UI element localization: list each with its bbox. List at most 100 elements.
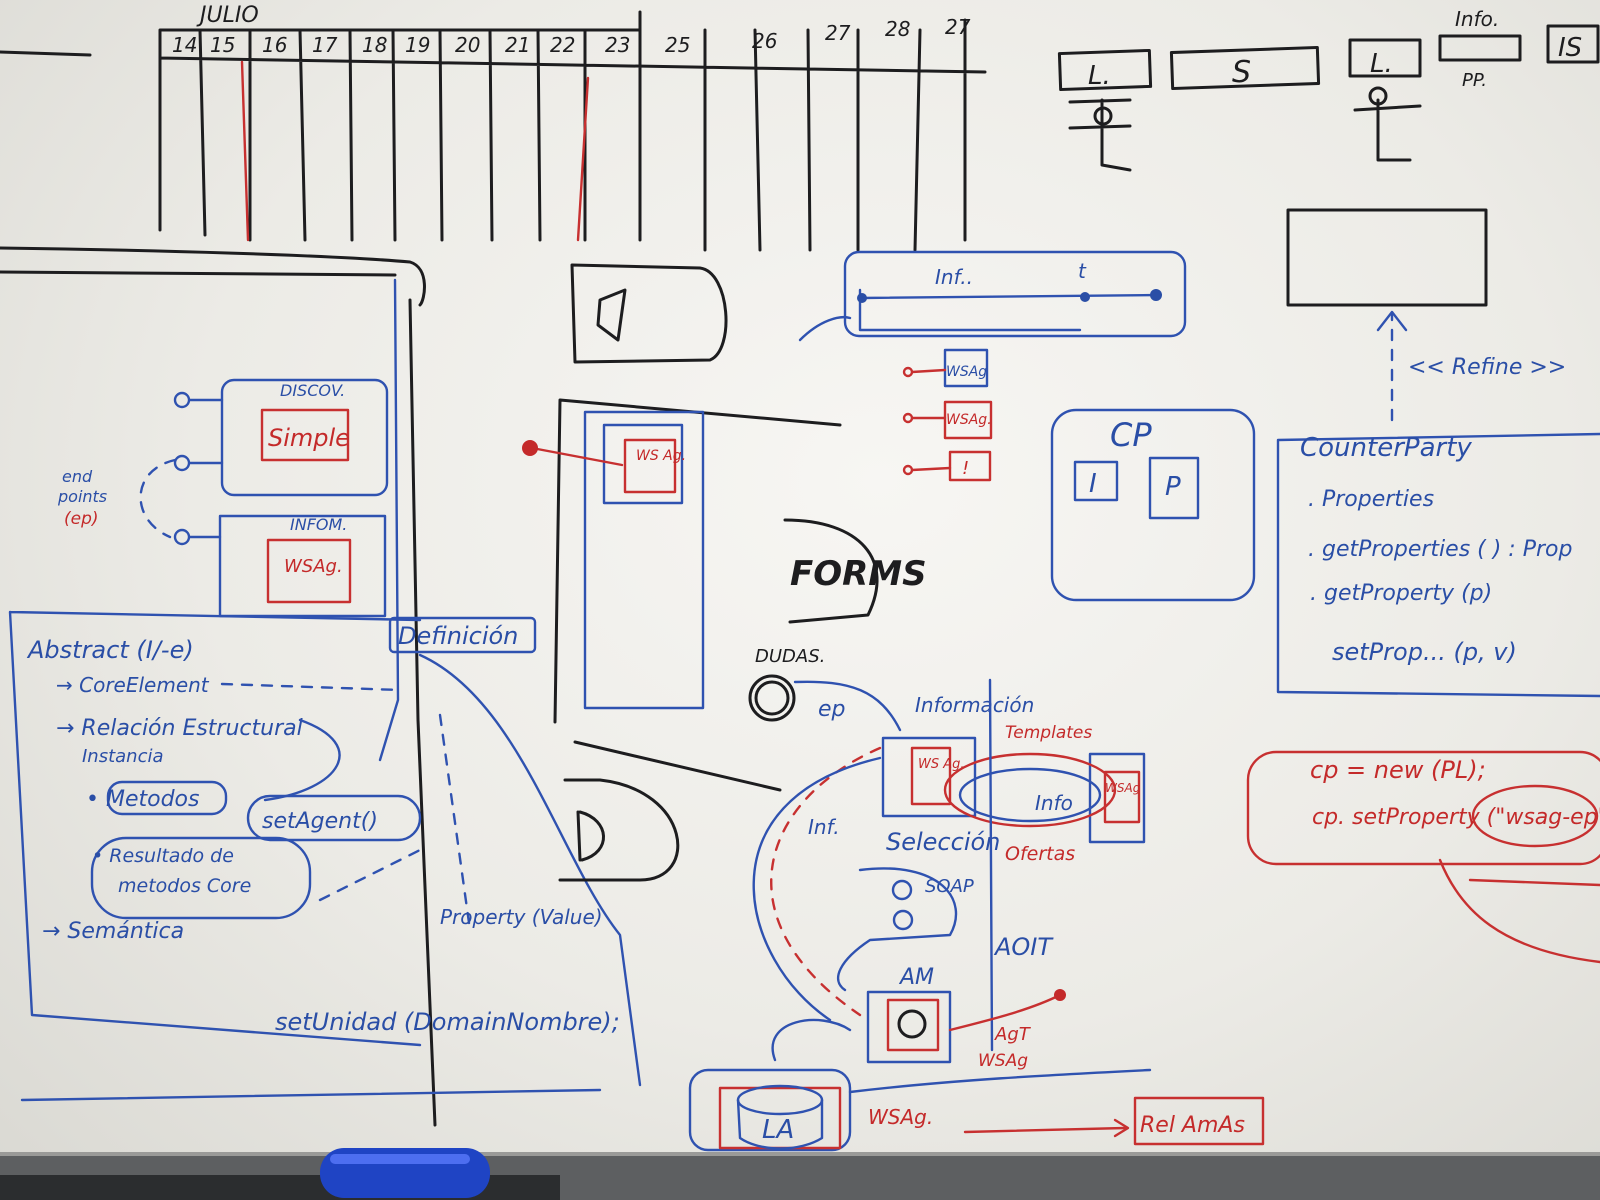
note-semantica: → Semántica [42,919,184,944]
dudas-circle-inner [754,680,790,716]
box-info [1438,34,1522,62]
flow-inf: Inf. [808,815,840,839]
flow-left-box [881,736,977,818]
box-l-1 [1057,48,1153,92]
note-resultado-2: metodos Core [118,875,251,897]
wsags-label: WSAg. [284,556,343,577]
inf-timeline: Inf.. t WSAg WSAg. ! [798,250,1187,482]
flow-ws-ag-label: WS Ag. [918,757,965,772]
wsag-item-3: ! [962,458,969,479]
counterparty-area: << Refine >> CounterParty . Properties .… [1276,208,1600,698]
discov-port-top [173,391,191,409]
wsag-item-box-1 [943,348,989,388]
day-label: 27 [825,21,851,45]
day-label: 27 [945,15,971,39]
top-left-stroke [0,50,92,57]
counterparty-method-1: . getProperties ( ) : Prop [1308,537,1572,562]
resultado-oval [90,836,312,920]
marker-tray [0,1148,1600,1200]
d-shape-frame [558,778,680,882]
resultado-dashes [318,713,472,932]
flow-wsag-right-box [1103,770,1141,824]
inform-port [173,528,191,546]
flow-ep: ep [818,697,846,722]
note-instancia: Instancia [82,746,164,767]
forms-label: FORMS [790,554,927,594]
wsag-item-1: WSAg [946,364,987,380]
notes-block: Abstract (I/-e) → CoreElement → Relación… [8,610,642,1102]
flow-diagram: ep Información Templates WS Ag. WSAg Inf… [688,678,1265,1152]
flow-wsag-right-label: WSAg [1105,781,1141,795]
box-l-2-label: L. [1370,49,1393,79]
flow-vertical-divider [988,678,994,1052]
simple-label: Simple [268,424,350,452]
box-s [1169,45,1321,91]
box-is [1546,24,1600,64]
endpoints-label-1: end [62,467,93,486]
blue-slab-outer [583,410,705,710]
endpoints-label-2: points [57,487,107,506]
inform-label: INFOM. [290,515,347,534]
box-l-2-port [1368,86,1388,106]
flow-rel-amas-box [1133,1096,1265,1146]
flow-wsag-bottom: WSAg. [868,1105,933,1129]
counterparty-properties: . Properties [1308,487,1434,512]
inform-box [218,514,387,618]
cp-i-label: I [1089,469,1097,499]
note-metodos: • Metodos [86,787,199,812]
day-label: 20 [455,33,480,57]
day-label: 16 [262,33,287,57]
note-resultado-1: • Resultado de [92,845,234,867]
flow-info: Info [1035,791,1073,815]
box-l-1-label: L. [1088,61,1111,91]
forms-frame [783,518,879,624]
dudas-label: DUDAS. [755,646,825,667]
core-element-dashes [220,682,402,692]
endpoints-curve [139,458,177,539]
flow-dashed-red-arc [770,746,882,1017]
ws-ag-box [623,438,677,494]
cp-i-box [1073,460,1119,502]
box-l-2-links [1353,98,1422,162]
day-label: 14 [172,33,197,57]
flow-rel-amas: Rel AmAs [1140,1113,1245,1138]
note-abstract: Abstract (I/-e) [26,636,194,664]
ws-ag-label: WS Ag. [636,448,686,464]
discov-label: DISCOV. [280,381,345,400]
box-info-label: Info. [1455,7,1499,31]
flow-ep-arrow [793,680,902,732]
flow-am-inner [886,998,940,1052]
inf-timeline-box [843,250,1187,338]
discov-ports [188,398,224,465]
code-tail [1438,858,1600,964]
timeline-month: JULIO [196,3,259,28]
top-right-boxes: L. S L. Info. PP. IS [1057,7,1600,172]
day-label: 23 [605,33,630,57]
wsag-item-port [902,464,914,476]
d-letter [576,810,605,862]
box-info-pp: PP. [1462,70,1487,91]
day-label: 18 [362,33,387,57]
flow-la-frame [688,1068,852,1152]
flow-la-cylinder-top [736,1084,824,1116]
flow-bottom-red-arrow [963,1126,1127,1134]
cp-p-label: P [1165,472,1181,502]
flow-informacion: Información [915,693,1034,717]
left-panel: DISCOV. Simple INFOM. WSAg. end points (… [0,246,537,1127]
notes-frame [8,610,642,1102]
middle-frame-lines [553,398,842,792]
flow-blue-loop [958,767,1102,823]
wsags-box [266,538,352,604]
flow-right-box [1088,752,1146,844]
flow-red-loop [943,752,1117,828]
code-line-2: cp. setProperty ("wsag-ep") [1312,805,1600,830]
day-label: 17 [312,33,338,57]
cp-label: CP [1110,416,1152,454]
timeline-days: 14 15 16 17 18 19 20 21 22 23 25 26 27 2… [172,15,971,57]
flow-aoit: AOIT [993,933,1054,961]
box-l-1-links [1068,98,1132,172]
note-set-unidad: setUnidad (DomainNombre); [275,1008,620,1036]
left-panel-frame [0,270,437,1127]
t-label: t [1078,259,1087,283]
flow-am-red-link [948,993,1062,1032]
